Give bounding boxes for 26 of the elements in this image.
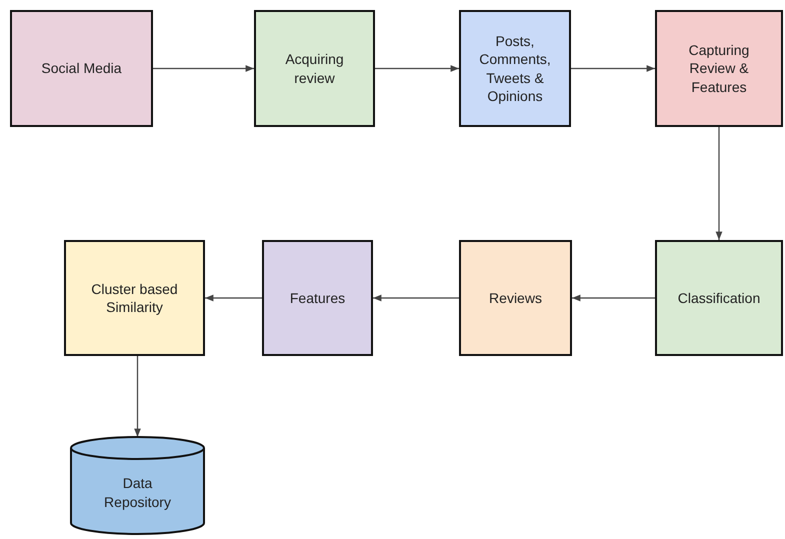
node-label: Acquiring review (284, 50, 345, 87)
arrow (572, 294, 655, 302)
process-box (262, 240, 373, 356)
process-box (459, 10, 571, 127)
process-box (254, 10, 375, 127)
node-label: Cluster based Similarity (90, 280, 179, 316)
process-box (64, 240, 205, 356)
arrow (373, 294, 459, 302)
node-label: Social Media (40, 59, 123, 78)
arrow (134, 356, 141, 437)
node-label: Capturing Review & Features (688, 41, 750, 96)
arrow (571, 65, 655, 72)
node-label: Posts, Comments, Tweets & Opinions (478, 32, 552, 105)
arrow (375, 65, 459, 72)
arrow (205, 294, 262, 302)
node-label: Reviews (488, 288, 543, 308)
process-box (655, 240, 783, 356)
arrow (716, 127, 722, 240)
node-label: Features (288, 288, 346, 308)
process-box (459, 240, 572, 356)
node-label: Data Repository (103, 474, 172, 511)
database-cylinder (70, 437, 205, 534)
process-box (10, 10, 153, 127)
process-box (655, 10, 783, 127)
node-label: Classification (676, 288, 762, 308)
arrow (153, 65, 254, 72)
